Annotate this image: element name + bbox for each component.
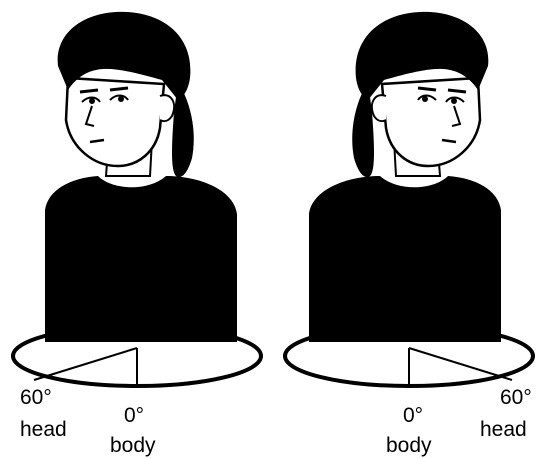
body-angle-value: 0° — [403, 405, 423, 426]
head-axis-label: head — [480, 419, 527, 440]
body-axis-label: body — [386, 435, 432, 456]
torso — [309, 176, 501, 342]
head-axis-label: head — [20, 419, 67, 440]
right-figure-illustration — [268, 0, 536, 459]
body-angle-value: 0° — [124, 405, 144, 426]
head-angle-value: 60° — [500, 387, 532, 408]
ear — [372, 95, 386, 121]
torso — [45, 176, 237, 342]
head-angle-value: 60° — [20, 387, 52, 408]
ear — [160, 95, 174, 121]
left-figure: 60° head 0° body — [0, 0, 268, 459]
body-axis-label: body — [110, 435, 156, 456]
right-figure: 60° head 0° body — [268, 0, 536, 459]
